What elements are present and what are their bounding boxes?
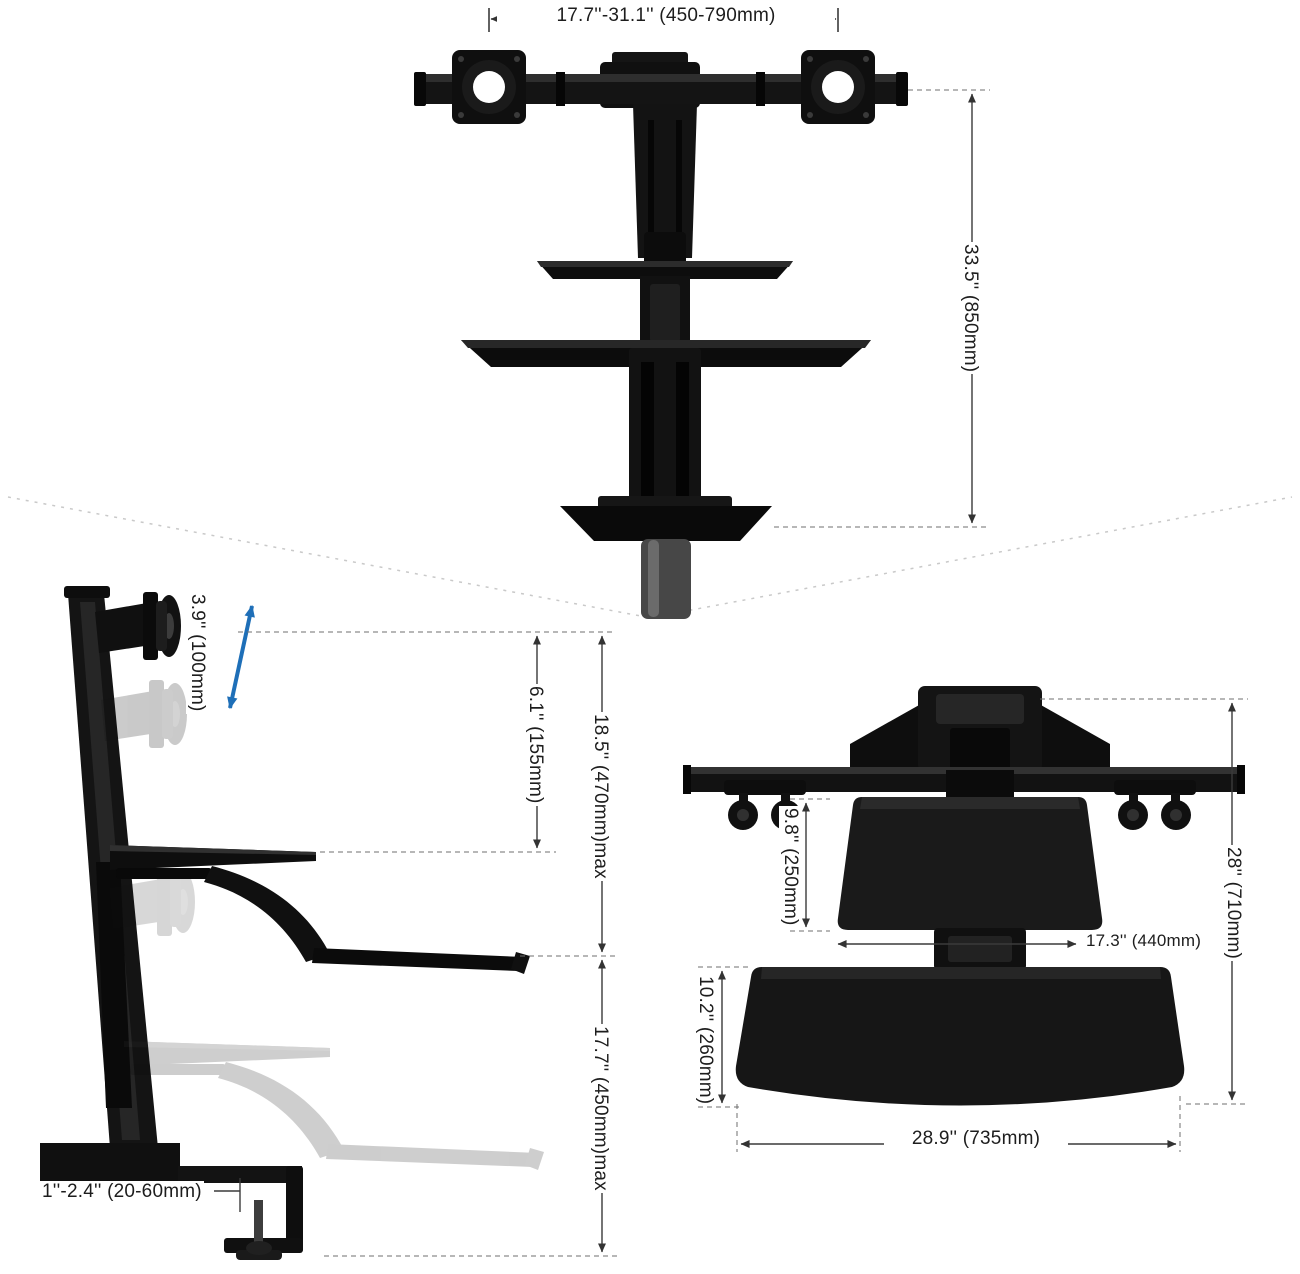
top-keyboard-tray — [735, 967, 1185, 1106]
dim-label-surface-depth: 9.8'' (250mm) — [779, 806, 801, 928]
side-ghost-monitor-mid — [101, 680, 187, 748]
dim-label-tray-lift-max: 17.7'' (450mm)max — [589, 1024, 611, 1193]
separator-right — [653, 496, 1293, 618]
monitor-travel-arrow — [227, 604, 255, 710]
dim-label-tray-width: 28.9'' (735mm) — [884, 1128, 1068, 1150]
dim-label-front-width: 17.7''-31.1'' (450-790mm) — [497, 5, 835, 27]
top-work-surface — [837, 797, 1103, 930]
side-ghost-shelf-assembly — [124, 1041, 544, 1170]
dim-label-overall-depth: 28'' (710mm) — [1222, 845, 1244, 962]
dim-label-front-height: 33.5'' (850mm) — [959, 242, 981, 375]
front-product-drawing — [414, 50, 908, 619]
dim-label-clamp-range: 1''-2.4'' (20-60mm) — [40, 1181, 204, 1203]
side-shelf-assembly — [110, 845, 530, 974]
front-vesa-plate-right — [801, 50, 875, 124]
front-vesa-plate-left — [452, 50, 526, 124]
side-monitor-mount — [95, 592, 181, 660]
separator-left — [7, 496, 647, 618]
top-vesa-right — [1114, 780, 1196, 830]
dim-label-shelf-lift-max: 18.5'' (470mm)max — [589, 712, 611, 881]
front-base — [560, 506, 772, 541]
front-view — [414, 8, 990, 619]
top-view — [683, 686, 1248, 1152]
dim-label-monitor-travel: 3.9'' (100mm) — [186, 592, 208, 714]
dim-label-tray-depth: 10.2'' (260mm) — [694, 974, 716, 1107]
separator-lines — [7, 496, 1293, 618]
dim-label-surface-width: 17.3'' (440mm) — [1084, 931, 1204, 951]
dim-label-monitor-to-shelf: 6.1'' (155mm) — [524, 684, 546, 806]
top-product-drawing — [683, 686, 1245, 1106]
